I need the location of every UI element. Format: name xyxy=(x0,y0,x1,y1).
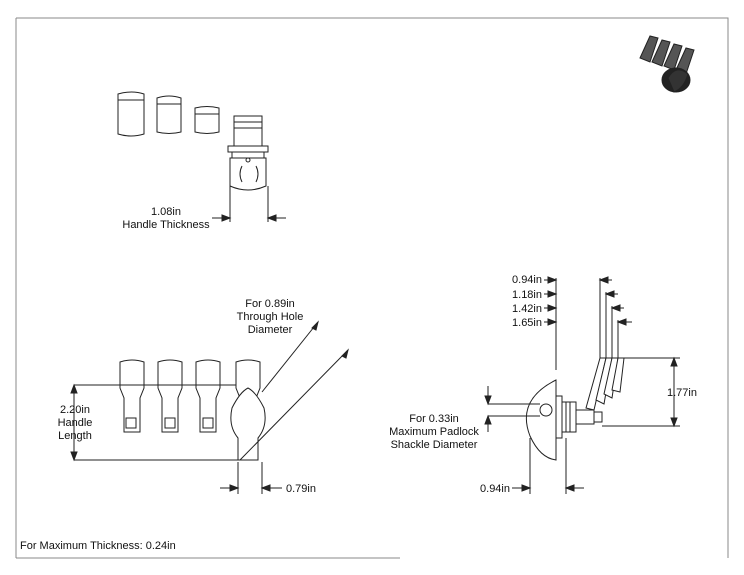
handle-thickness-value: 1.08in xyxy=(151,206,181,218)
lock-body-top-view xyxy=(227,115,269,191)
shackle-line-1: For 0.33in xyxy=(409,413,459,425)
side-dim-0: 0.94in xyxy=(512,274,542,286)
handle-width-value: 0.79in xyxy=(286,483,316,495)
side-dim-3: 1.65in xyxy=(512,317,542,329)
lock-side-body xyxy=(525,379,603,461)
handle-profile-3 xyxy=(194,106,220,134)
shackle-dimension xyxy=(484,386,540,432)
handle-thickness-label: Handle Thickness xyxy=(122,219,210,231)
side-dim-1: 1.18in xyxy=(512,289,542,301)
top-view xyxy=(117,91,286,222)
shackle-line-3: Shackle Diameter xyxy=(390,439,478,451)
handle-profile-1 xyxy=(117,91,145,137)
front-view xyxy=(70,320,349,494)
through-hole-line-2: Through Hole xyxy=(236,311,304,323)
handle-length-label-1: Handle xyxy=(57,417,93,429)
side-height-value: 1.77in xyxy=(667,387,697,399)
side-bottom-dimension xyxy=(512,438,584,494)
side-view xyxy=(484,276,680,494)
handle-profile-2 xyxy=(156,95,182,134)
handle-length-value: 2.20in xyxy=(60,404,90,416)
handle-width-dimension xyxy=(220,462,282,494)
lock-front xyxy=(230,359,266,461)
handle-front-3 xyxy=(195,359,221,433)
handle-front-2 xyxy=(157,359,183,433)
handle-length-dimension xyxy=(70,383,240,462)
handle-thickness-dimension xyxy=(212,186,286,222)
isometric-thumbnail xyxy=(639,35,695,93)
lock-side-handles xyxy=(585,357,625,411)
handle-length-label-2: Length xyxy=(58,430,92,442)
footer-note: For Maximum Thickness: 0.24in xyxy=(20,540,176,552)
through-hole-line-3: Diameter xyxy=(247,324,293,336)
handle-front-1 xyxy=(119,359,145,433)
side-top-dimensions xyxy=(544,276,632,370)
side-dim-2: 1.42in xyxy=(512,303,542,315)
through-hole-leaders xyxy=(239,320,349,461)
side-height-dimension xyxy=(602,356,680,428)
side-bottom-value: 0.94in xyxy=(480,483,510,495)
shackle-line-2: Maximum Padlock xyxy=(389,426,479,438)
sheet-border xyxy=(15,17,729,559)
through-hole-line-1: For 0.89in xyxy=(245,298,295,310)
